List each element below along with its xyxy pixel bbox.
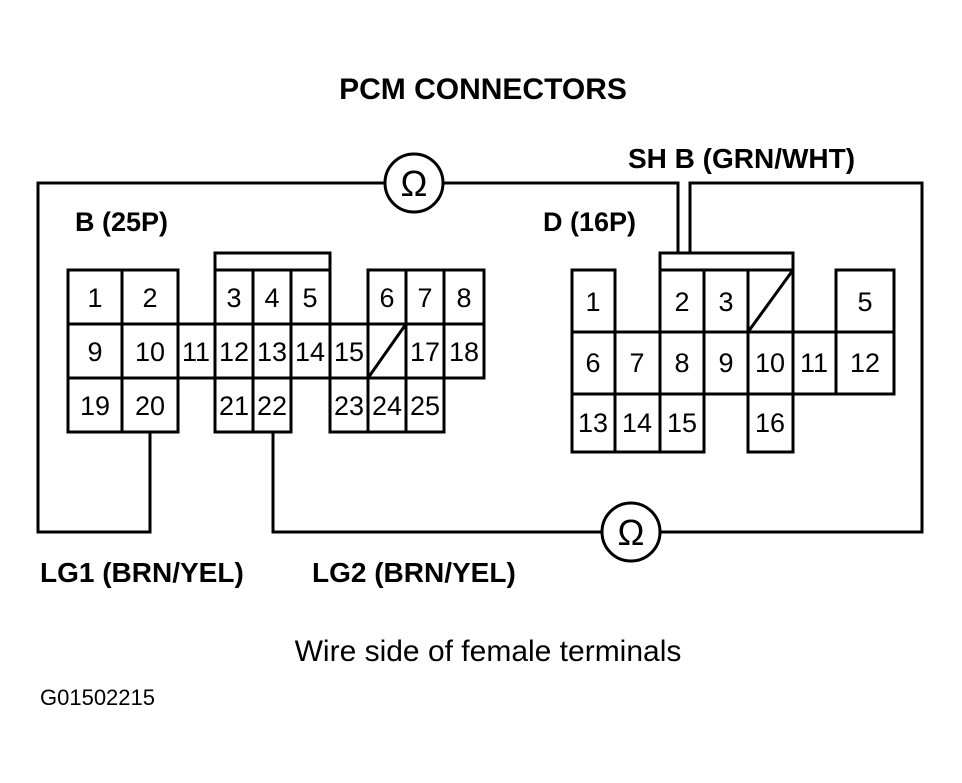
connector-d-pin-number: 15 <box>667 408 697 438</box>
connector-b-pin <box>442 322 486 380</box>
figure-id: G01502215 <box>40 685 155 710</box>
connector-b-pin <box>404 322 446 380</box>
connector-d-pin <box>570 392 617 454</box>
connector-d-pin-number: 5 <box>857 287 872 317</box>
ohmmeter-bottom-icon <box>600 501 662 563</box>
connector-d-pin <box>613 392 662 454</box>
connector-b-pin <box>366 376 408 434</box>
connector-b-pin <box>366 268 408 326</box>
ohmmeter-top-icon <box>383 152 445 214</box>
lg2-wire-label: LG2 (BRN/YEL) <box>312 557 516 588</box>
connector-b-pin-number: 13 <box>257 337 287 367</box>
connector-d-latch <box>658 251 795 272</box>
connector-b-label: B (25P) <box>75 207 168 237</box>
connector-d-label: D (16P) <box>543 207 636 237</box>
ohm-symbol-bottom: Ω <box>618 512 645 553</box>
connector-b-pin-number: 23 <box>334 391 364 421</box>
connector-b-pin-number: 2 <box>142 283 157 313</box>
connector-d-pin <box>702 330 750 396</box>
connector-b-pin-number: 25 <box>410 391 440 421</box>
connector-b-pin <box>404 268 446 326</box>
connector-d-pin <box>746 392 795 454</box>
connector-d-pin <box>658 392 706 454</box>
connector-d-empty-slash <box>746 269 795 333</box>
connector-b-pin-number: 6 <box>379 283 394 313</box>
connector-b-pin-number: 24 <box>372 391 402 421</box>
connector-d-pin-number: 8 <box>674 348 689 378</box>
connector-b-pin <box>120 376 180 434</box>
connector-d-pin-number: 9 <box>718 348 733 378</box>
connector-b-pin <box>176 322 217 380</box>
connector-b-pin-number: 9 <box>87 337 102 367</box>
connector-b-pin-number: 18 <box>449 337 479 367</box>
connector-b-pin <box>289 268 332 326</box>
lg1-wire <box>36 181 385 534</box>
top-wire-to-d2 <box>443 181 680 268</box>
connector-d: 1 2 3 5 6 7 8 9 10 11 12 13 14 15 16 <box>570 251 896 454</box>
connector-b-pin-number: 14 <box>295 337 325 367</box>
connector-d-pin-number: 16 <box>755 408 785 438</box>
connector-d-pin-number: 7 <box>629 348 644 378</box>
connector-b-pin <box>328 376 370 434</box>
connector-b-pin-number: 11 <box>182 337 210 367</box>
connector-b-pin-number: 15 <box>334 337 364 367</box>
connector-b-empty-slash <box>366 323 408 379</box>
connector-d-pin-number: 13 <box>578 408 608 438</box>
connector-d-pin-number: 1 <box>585 287 600 317</box>
connector-d-pin-number: 12 <box>850 348 880 378</box>
connector-d-pin <box>834 330 896 396</box>
shb-wire-label: SH B (GRN/WHT) <box>628 143 855 174</box>
connector-b-pin <box>120 322 180 380</box>
connector-b: 1 2 3 4 5 6 7 8 9 10 11 12 13 14 15 17 1… <box>66 251 486 434</box>
connector-d-pin <box>702 268 750 334</box>
connector-b-pin <box>404 376 446 434</box>
connector-b-pin-number: 12 <box>219 337 249 367</box>
connector-d-pin-number: 6 <box>585 348 600 378</box>
connector-b-pin-number: 3 <box>226 283 241 313</box>
caption: Wire side of female terminals <box>295 635 682 668</box>
shb-wire <box>660 181 924 534</box>
connector-b-pin-number: 17 <box>410 337 440 367</box>
lg1-wire-label: LG1 (BRN/YEL) <box>40 557 244 588</box>
connector-b-pin-number: 19 <box>80 391 110 421</box>
connector-b-pin-number: 8 <box>456 283 471 313</box>
connector-d-pin-number: 11 <box>800 348 828 378</box>
connector-b-pin-number: 10 <box>135 337 165 367</box>
connector-d-pin-number: 10 <box>755 348 785 378</box>
connector-b-pin-number: 21 <box>219 391 249 421</box>
connector-d-pin-number: 14 <box>622 408 652 438</box>
diagram-title: PCM CONNECTORS <box>339 73 627 106</box>
ohm-symbol-top: Ω <box>401 163 428 204</box>
connector-b-pin-number: 7 <box>417 283 432 313</box>
connector-b-pin-number: 20 <box>135 391 165 421</box>
connector-b-pin <box>442 268 486 326</box>
connector-b-pin <box>213 376 255 434</box>
connector-d-pin-number: 2 <box>674 287 689 317</box>
connector-b-latch <box>213 251 332 272</box>
lg2-wire <box>271 432 602 534</box>
connector-d-pin-number: 3 <box>718 287 733 317</box>
connector-b-pin-number: 5 <box>302 283 317 313</box>
connector-b-pin-number: 22 <box>257 391 287 421</box>
connector-b-pin-number: 1 <box>87 283 102 313</box>
connector-d-pin <box>791 330 838 396</box>
connector-b-pin-number: 4 <box>264 283 279 313</box>
connector-b-pin <box>251 376 293 434</box>
connector-b-pin <box>120 268 180 326</box>
connector-b-pin <box>213 268 255 326</box>
